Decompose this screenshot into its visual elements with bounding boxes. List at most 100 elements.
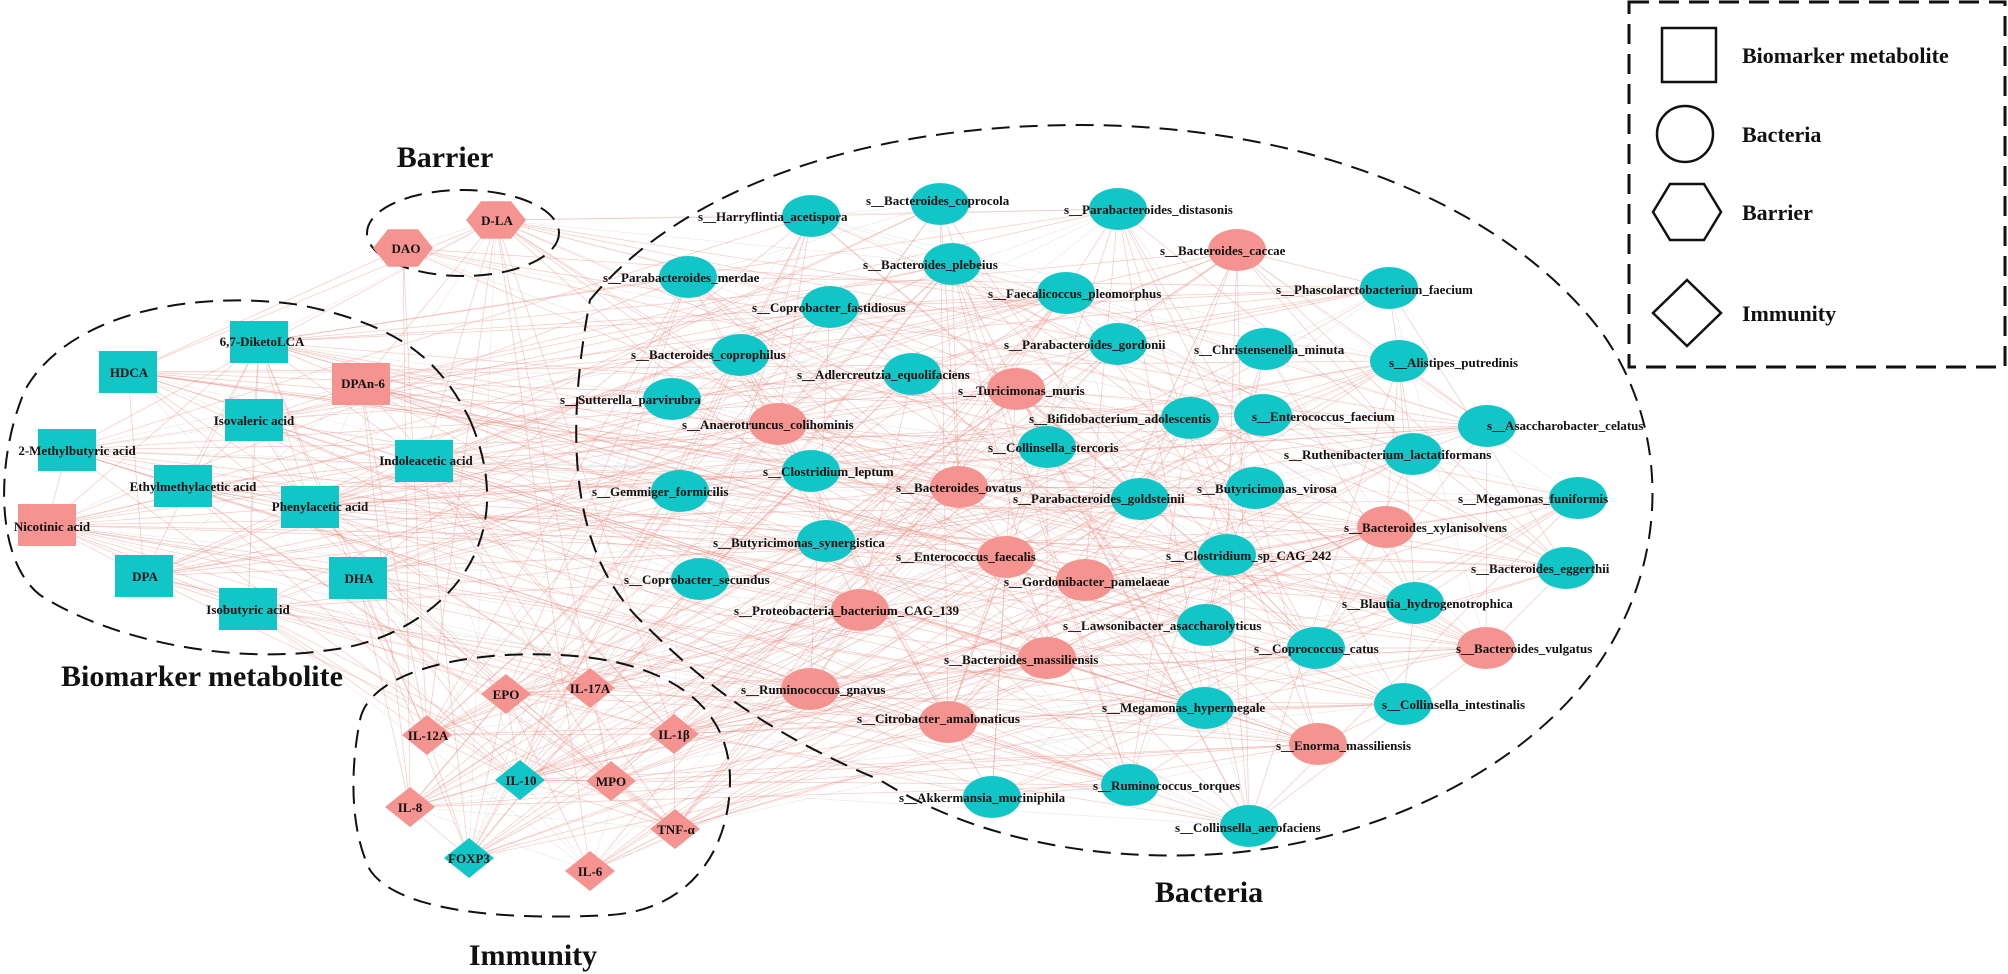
edge: [1084, 579, 1131, 786]
node-s-bacteroides-eggerthii: s__Bacteroides_eggerthii: [1471, 547, 1610, 589]
node-nicotinic-acid: Nicotinic acid: [14, 504, 91, 546]
edge: [258, 276, 689, 343]
edge: [309, 506, 1250, 827]
edge: [673, 490, 681, 735]
edge: [810, 425, 1488, 472]
circle-node-shape: [1018, 426, 1076, 468]
edge: [674, 526, 1387, 830]
edge: [1046, 348, 1266, 448]
edge: [777, 423, 1228, 556]
legend-label: Bacteria: [1742, 122, 1821, 147]
circle-node-shape: [977, 536, 1035, 578]
edge: [829, 306, 1487, 649]
edge: [958, 486, 1256, 489]
node-il-1: IL-1β: [649, 714, 699, 754]
edge: [1015, 388, 1416, 604]
node-label: s__Coprobacter_fastidiosus: [752, 300, 906, 315]
edge: [589, 292, 1067, 872]
edge: [423, 460, 675, 735]
edge: [46, 292, 1067, 526]
node-s-bacteroides-coprophilus: s__Bacteroides_coprophilus: [631, 334, 786, 376]
edge: [911, 373, 1131, 786]
edge: [127, 371, 1250, 827]
edge: [423, 460, 676, 830]
circle-node-shape: [1360, 267, 1418, 309]
circle-node-shape: [671, 558, 729, 600]
square-node-shape: [38, 429, 96, 471]
edge: [589, 579, 1086, 689]
edge: [247, 498, 1141, 610]
edge: [673, 292, 1067, 735]
edge: [947, 721, 1131, 786]
node-label: s__Bacteroides_xylanisolvens: [1344, 520, 1507, 535]
circle-node-shape: [1370, 340, 1428, 382]
edge: [939, 203, 1131, 786]
edge: [360, 383, 1086, 581]
edge: [519, 779, 1250, 827]
circle-node-shape: [987, 368, 1045, 410]
node-label: TNF-α: [657, 822, 695, 837]
bacteria-title: Bacteria: [1155, 876, 1263, 909]
edge: [495, 219, 1487, 649]
edge: [402, 247, 960, 488]
node-label: s__Coprobacter_secundus: [624, 572, 770, 587]
edge: [426, 423, 779, 736]
edge: [357, 577, 428, 736]
legend: Biomarker metaboliteBacteriaBarrierImmun…: [1627, 0, 2007, 369]
node-mpo: MPO: [586, 761, 636, 801]
edge: [495, 219, 953, 265]
edge: [309, 506, 1487, 649]
edge: [951, 263, 1048, 659]
node-s-asaccharobacter-celatus: s__Asaccharobacter_celatus: [1458, 405, 1643, 447]
edge: [810, 215, 1264, 416]
edge: [258, 341, 1191, 419]
node-label: EPO: [493, 687, 520, 702]
edge: [1046, 446, 1206, 709]
edge: [357, 292, 1067, 579]
node-label: s__Asaccharobacter_celatus: [1487, 418, 1643, 433]
edge: [911, 373, 1319, 745]
node-label: s__Megamonas_hypermegale: [1102, 700, 1265, 715]
node-s-parabacteroides-goldsteinii: s__Parabacteroides_goldsteinii: [1013, 478, 1185, 520]
edge: [495, 219, 1119, 345]
edge: [426, 276, 689, 736]
edge: [309, 506, 827, 542]
edge: [679, 354, 741, 492]
edge: [409, 693, 507, 808]
edge: [66, 449, 1416, 604]
edge: [505, 540, 827, 695]
edge: [519, 687, 591, 781]
edge: [505, 579, 1086, 695]
edge: [809, 688, 1319, 745]
node-label: Indoleacetic acid: [379, 453, 473, 468]
edge: [423, 388, 1017, 462]
edge: [610, 647, 1487, 782]
edge: [671, 398, 1141, 500]
edge: [809, 360, 1400, 690]
edge: [809, 688, 1131, 786]
edge: [810, 215, 1400, 362]
edge: [360, 219, 497, 385]
node-s-ruminococcus-torques: s__Ruminococcus_torques: [1093, 764, 1240, 806]
edge: [1046, 497, 1579, 659]
edge: [258, 341, 311, 508]
circle-node-shape: [1056, 559, 1114, 601]
edge: [1084, 453, 1414, 581]
node-s-ruthenibacterium-lactatiformans: s__Ruthenibacterium_lactatiformans: [1284, 433, 1491, 475]
node-label: s__Christensenella_minuta: [1194, 342, 1345, 357]
node-s-sutterella-parvirubra: s__Sutterella_parvirubra: [560, 378, 701, 420]
node-label: IL-10: [505, 773, 536, 788]
edge: [258, 341, 428, 736]
circle-node-shape: [1176, 687, 1234, 729]
node-label: s__Bacteroides_plebeius: [863, 257, 998, 272]
edge: [182, 485, 1256, 489]
node-s-bacteroides-coprocola: s__Bacteroides_coprocola: [866, 183, 1010, 225]
edge: [409, 733, 675, 808]
edge: [360, 292, 1067, 385]
edge: [699, 215, 812, 580]
edge: [951, 263, 960, 488]
edge: [127, 371, 913, 375]
edge: [1129, 417, 1191, 786]
edge: [777, 388, 1017, 425]
edge: [360, 383, 701, 580]
